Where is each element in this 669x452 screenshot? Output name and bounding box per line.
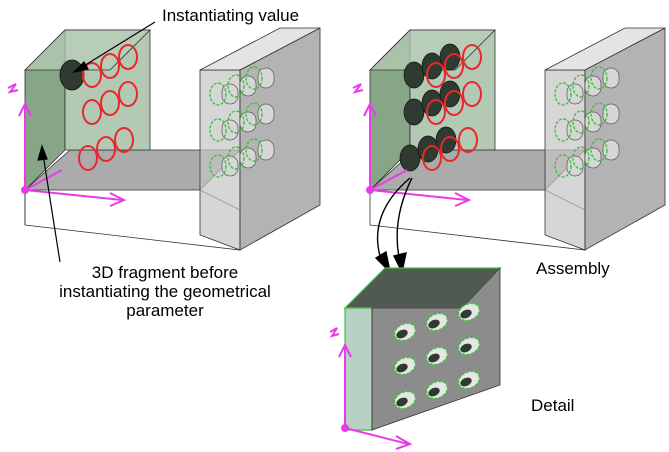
assembly-holes [399, 43, 482, 172]
fragment-description-label: 3D fragment before instantiating the geo… [0, 263, 330, 320]
detail-model [329, 266, 502, 450]
fragment-label-line-1: 3D fragment before [91, 263, 239, 282]
assembly-right-cylinders [554, 66, 620, 178]
instantiating-value-label: Instantiating value [162, 6, 300, 25]
fragment-right-cylinders [209, 66, 275, 178]
fragment-red-holes [78, 44, 138, 171]
assembly-model [352, 27, 666, 251]
fragment-label-line-2: instantiating the geometrical [59, 282, 271, 301]
fragment-model [7, 21, 321, 263]
extraction-arrows [374, 177, 413, 275]
assembly-axis-triad [352, 83, 472, 207]
assembly-label: Assembly [536, 259, 610, 278]
detail-holes [393, 302, 481, 410]
detail-side [344, 307, 373, 431]
assembly-right-wall-top [544, 27, 666, 71]
instantiated-hole [59, 59, 85, 91]
fragment-label-line-3: parameter [126, 301, 204, 320]
fragment-right-wall-top [199, 27, 321, 71]
detail-axis-triad [329, 327, 413, 450]
fragment-axis-triad [7, 83, 127, 207]
detail-label: Detail [531, 396, 575, 415]
leader-lines-left [37, 21, 156, 263]
